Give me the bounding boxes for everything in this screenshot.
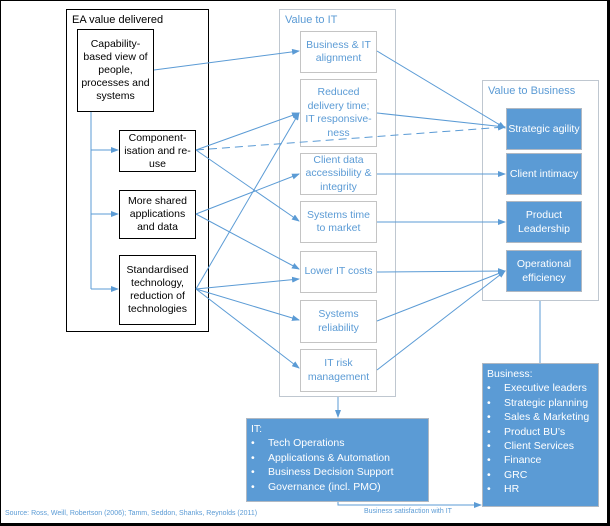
arrow-capability-alignment [153, 48, 300, 71]
business-list-item: Finance [487, 453, 594, 468]
arrow-standardised-delivery [195, 112, 300, 290]
it-list-item: Tech Operations [251, 436, 424, 451]
business-list-item: Strategic planning [487, 396, 594, 411]
it-reliability-box: Systems reliability [300, 300, 377, 343]
business-list-item: Sales & Marketing [487, 410, 594, 425]
arrow-component-strategic-dashed [195, 124, 506, 151]
ea-shared-apps-box: More shared applications and data [119, 190, 196, 239]
it-risk-box: IT risk management [300, 349, 377, 392]
arrow-shared-lower-costs [195, 213, 300, 270]
ea-componentisation-box: Component-isation and re-use [119, 130, 196, 172]
arrow-standardised-reliability [195, 288, 300, 321]
arrow-component-time-to-market [195, 149, 300, 222]
it-box-title: IT: [251, 423, 263, 435]
ea-value-group: EA value delivered [66, 9, 209, 332]
arrow-delivery-strategic [376, 112, 506, 130]
business-list-item: GRC [487, 468, 594, 483]
business-list-item: Executive leaders [487, 381, 594, 396]
it-client-data-box: Client data accessibility & integrity [300, 153, 377, 195]
arrow-component-delivery [195, 112, 300, 151]
arrow-alignment-strategic [376, 50, 506, 129]
business-stakeholders-box: Business: Executive leaders Strategic pl… [482, 363, 599, 507]
value-to-it-group: Value to IT [279, 9, 396, 397]
arrow-shared-client-data [195, 173, 300, 215]
arrow-business-satisfaction [337, 502, 482, 508]
ea-group-title: EA value delivered [72, 14, 164, 26]
business-satisfaction-label: Business satisfaction with IT [364, 508, 452, 515]
it-stakeholders-box: IT: Tech Operations Applications & Autom… [246, 418, 429, 502]
it-lower-costs-box: Lower IT costs [300, 251, 377, 293]
business-list-item: HR [487, 482, 594, 497]
it-list-item: Business Decision Support [251, 465, 424, 480]
arrow-standardised-lower-costs [195, 276, 300, 290]
it-alignment-box: Business & IT alignment [300, 31, 377, 73]
business-list-item: Client Services [487, 439, 594, 454]
value-to-business-group: Value to Business [482, 80, 599, 301]
arrow-risk-operational [376, 270, 506, 371]
arrow-costs-operational [376, 268, 506, 275]
business-list-item: Product BU’s [487, 425, 594, 440]
it-delivery-time-box: Reduced delivery time; IT responsive-nes… [300, 79, 377, 147]
it-list-item: Applications & Automation [251, 451, 424, 466]
business-box-title: Business: [487, 368, 533, 380]
biz-operational-efficiency-box: Operational efficiency [506, 250, 582, 292]
biz-client-intimacy-box: Client intimacy [506, 153, 582, 195]
it-time-to-market-box: Systems time to market [300, 201, 377, 243]
ea-standardised-box: Standardised technology, reduction of te… [119, 255, 196, 325]
source-citation: Source: Ross, Weill, Robertson (2006); T… [5, 510, 258, 517]
arrow-standardised-risk [195, 288, 300, 369]
ea-capability-box: Capability-based view of people, process… [77, 29, 154, 112]
biz-product-leadership-box: Product Leadership [506, 201, 582, 243]
value-to-business-title: Value to Business [488, 85, 576, 97]
arrow-reliability-operational [376, 270, 506, 322]
biz-strategic-agility-box: Strategic agility [506, 108, 582, 150]
value-to-it-title: Value to IT [285, 14, 338, 26]
it-list-item: Governance (incl. PMO) [251, 480, 424, 495]
